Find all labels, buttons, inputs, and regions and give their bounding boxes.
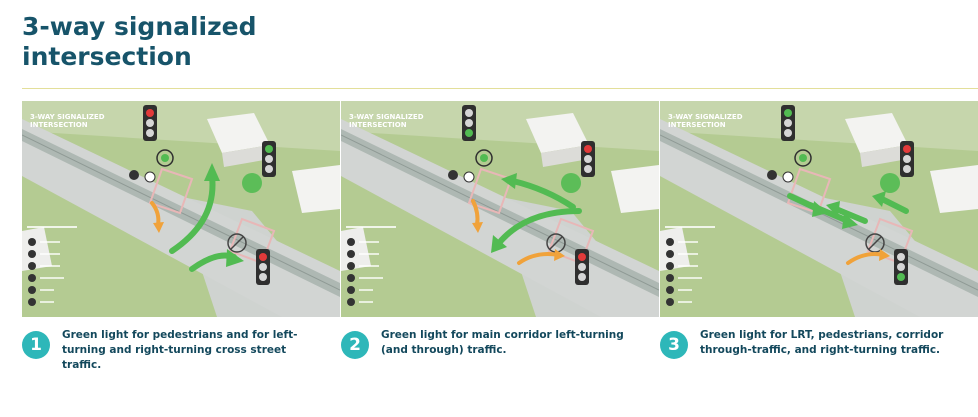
caption-step-2: 2 Green light for main corridor left-tur…	[341, 328, 641, 388]
diagram-panel-3: 3-WAY SIGNALIZED INTERSECTION	[660, 101, 978, 317]
signal-legend	[665, 226, 715, 306]
page-title-line-1: 3-way signalized	[22, 12, 257, 41]
panel-label-line-1: 3-WAY SIGNALIZED	[30, 113, 105, 121]
panel-label-line-2: INTERSECTION	[30, 121, 88, 129]
pedestrian-signal-icon	[767, 149, 900, 253]
panel-label-line-2: INTERSECTION	[349, 121, 407, 129]
panel-label-line-2: INTERSECTION	[668, 121, 726, 129]
caption-text: Green light for pedestrians and for left…	[62, 329, 298, 371]
intersection-illustration-2: 3-WAY SIGNALIZED INTERSECTION	[341, 101, 659, 317]
caption-step-1: 1 Green light for pedestrians and for le…	[22, 328, 322, 388]
signal-legend	[346, 226, 396, 306]
caption-text: Green light for main corridor left-turni…	[381, 329, 624, 356]
intersection-illustration-3: 3-WAY SIGNALIZED INTERSECTION	[660, 101, 978, 317]
panel-label-line-1: 3-WAY SIGNALIZED	[668, 113, 743, 121]
step-number-badge: 3	[660, 331, 688, 359]
step-number-badge: 1	[22, 331, 50, 359]
movement-arrows	[150, 163, 244, 272]
traffic-signal-upper-right	[900, 141, 914, 177]
diagram-panel-2: 3-WAY SIGNALIZED INTERSECTION	[341, 101, 659, 317]
movement-arrows	[471, 173, 582, 265]
movement-arrows	[787, 191, 909, 265]
pedestrian-signal-icon	[129, 149, 262, 253]
traffic-signal-upper-left	[143, 105, 157, 141]
traffic-signal-upper-left	[781, 105, 795, 141]
traffic-signal-lower-right	[894, 249, 908, 285]
intersection-illustration-1: 3-WAY SIGNALIZED INTERSECTION	[22, 101, 340, 317]
traffic-signal-lower-right	[256, 249, 270, 285]
title-divider	[22, 88, 978, 89]
pedestrian-signal-icon	[448, 149, 581, 253]
panel-label-line-1: 3-WAY SIGNALIZED	[349, 113, 424, 121]
traffic-signal-upper-right	[581, 141, 595, 177]
page-title: 3-way signalized intersection	[22, 12, 257, 72]
caption-step-3: 3 Green light for LRT, pedestrians, corr…	[660, 328, 960, 388]
caption-text: Green light for LRT, pedestrians, corrid…	[700, 329, 944, 356]
page-title-line-2: intersection	[22, 42, 192, 71]
signal-legend	[27, 226, 77, 306]
traffic-signal-lower-right	[575, 249, 589, 285]
traffic-signal-upper-right	[262, 141, 276, 177]
diagram-panel-1: 3-WAY SIGNALIZED INTERSECTION	[22, 101, 340, 317]
step-number-badge: 2	[341, 331, 369, 359]
traffic-signal-upper-left	[462, 105, 476, 141]
